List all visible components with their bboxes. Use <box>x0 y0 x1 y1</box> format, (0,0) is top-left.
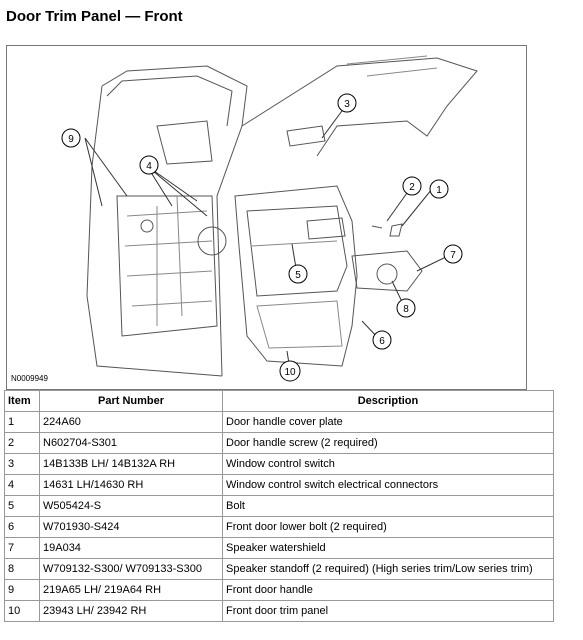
part-number-cell: 219A65 LH/ 219A64 RH <box>39 579 223 601</box>
page-title: Door Trim Panel — Front <box>6 8 183 25</box>
table-row: 2 N602704-S301 Door handle screw (2 requ… <box>4 432 554 454</box>
callout-2: 2 <box>409 182 415 193</box>
header-item: Item <box>4 390 40 412</box>
table-row: 1 224A60 Door handle cover plate <box>4 411 554 433</box>
part-number-cell: W505424-S <box>39 495 223 517</box>
table-row: 7 19A034 Speaker watershield <box>4 537 554 559</box>
description-cell: Front door lower bolt (2 required) <box>222 516 554 538</box>
header-part-number: Part Number <box>39 390 223 412</box>
table-row: 4 14631 LH/14630 RH Window control switc… <box>4 474 554 496</box>
part-number-cell: 19A034 <box>39 537 223 559</box>
item-cell: 8 <box>4 558 40 580</box>
callout-10: 10 <box>284 367 296 378</box>
part-number-cell: 23943 LH/ 23942 RH <box>39 600 223 622</box>
description-cell: Front door trim panel <box>222 600 554 622</box>
description-cell: Door handle cover plate <box>222 411 554 433</box>
table-row: 6 W701930-S424 Front door lower bolt (2 … <box>4 516 554 538</box>
table-header-row: Item Part Number Description <box>4 390 554 412</box>
parts-table: Item Part Number Description 1 224A60 Do… <box>4 390 554 622</box>
table-row: 5 W505424-S Bolt <box>4 495 554 517</box>
door-illustration: 1 2 3 4 5 6 7 8 9 10 <box>61 55 478 382</box>
callout-circle-2 <box>402 176 422 196</box>
part-number-cell: N602704-S301 <box>39 432 223 454</box>
description-cell: Speaker standoff (2 required) (High seri… <box>222 558 554 580</box>
description-cell: Window control switch electrical connect… <box>222 474 554 496</box>
item-cell: 5 <box>4 495 40 517</box>
item-cell: 9 <box>4 579 40 601</box>
part-number-cell: 224A60 <box>39 411 223 433</box>
callout-circle-10 <box>279 360 301 382</box>
item-cell: 2 <box>4 432 40 454</box>
callout-3: 3 <box>344 99 350 110</box>
table-row: 9 219A65 LH/ 219A64 RH Front door handle <box>4 579 554 601</box>
door-trim-diagram: 1 2 3 4 5 6 7 8 9 10 N0009949 <box>6 45 527 390</box>
item-cell: 6 <box>4 516 40 538</box>
callout-circle-9 <box>61 128 81 148</box>
item-cell: 3 <box>4 453 40 475</box>
callout-5: 5 <box>295 270 301 281</box>
item-cell: 1 <box>4 411 40 433</box>
item-cell: 4 <box>4 474 40 496</box>
callout-circle-7 <box>443 244 463 264</box>
item-cell: 10 <box>4 600 40 622</box>
callout-circle-4 <box>139 155 159 175</box>
part-number-cell: W701930-S424 <box>39 516 223 538</box>
figure-id-label: N0009949 <box>11 374 48 383</box>
description-cell: Window control switch <box>222 453 554 475</box>
part-number-cell: W709132-S300/ W709133-S300 <box>39 558 223 580</box>
callout-8: 8 <box>403 304 409 315</box>
callout-6: 6 <box>379 336 385 347</box>
part-number-cell: 14B133B LH/ 14B132A RH <box>39 453 223 475</box>
description-cell: Bolt <box>222 495 554 517</box>
callout-7: 7 <box>450 250 456 261</box>
description-cell: Door handle screw (2 required) <box>222 432 554 454</box>
table-row: 10 23943 LH/ 23942 RH Front door trim pa… <box>4 600 554 622</box>
callout-circle-8 <box>396 298 416 318</box>
callout-circle-3 <box>337 93 357 113</box>
table-row: 8 W709132-S300/ W709133-S300 Speaker sta… <box>4 558 554 580</box>
part-number-cell: 14631 LH/14630 RH <box>39 474 223 496</box>
description-cell: Front door handle <box>222 579 554 601</box>
description-cell: Speaker watershield <box>222 537 554 559</box>
callout-4: 4 <box>146 161 152 172</box>
callout-9: 9 <box>68 134 74 145</box>
callout-1: 1 <box>436 185 442 196</box>
callout-circle-5 <box>288 264 308 284</box>
callout-circle-1 <box>429 179 449 199</box>
table-row: 3 14B133B LH/ 14B132A RH Window control … <box>4 453 554 475</box>
header-description: Description <box>222 390 554 412</box>
item-cell: 7 <box>4 537 40 559</box>
callout-circle-6 <box>372 330 392 350</box>
